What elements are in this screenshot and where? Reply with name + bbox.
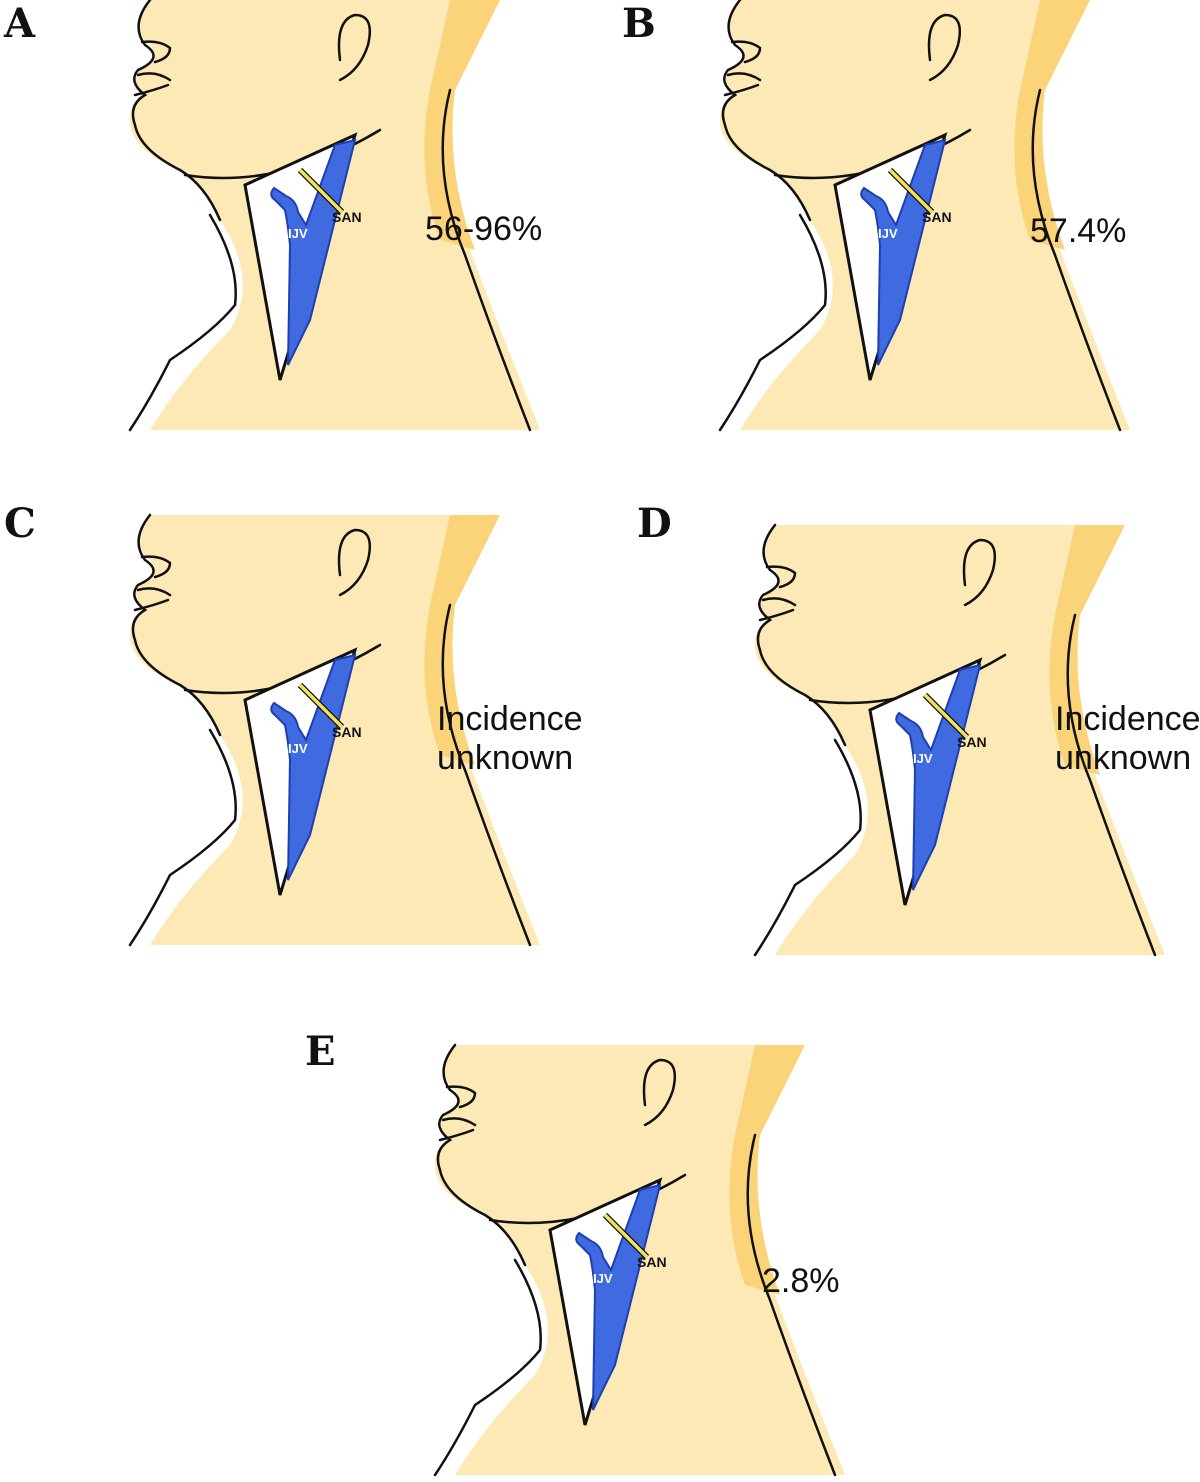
ijv-label: IJV <box>288 741 308 756</box>
face-profile-outline <box>436 1043 527 1267</box>
shoulder-shadow <box>424 515 500 765</box>
panel-letter-d: D <box>637 500 672 547</box>
internal-jugular-vein <box>860 138 947 366</box>
panel-letter-a: A <box>4 0 36 47</box>
neck-front-outline <box>753 738 862 957</box>
san-label: SAN <box>957 734 987 750</box>
internal-jugular-vein <box>270 138 357 366</box>
spinal-accessory-nerve-core <box>603 1213 649 1259</box>
ear-outline <box>642 1058 677 1127</box>
nose-outline <box>730 40 762 64</box>
neck-back-outline <box>1066 613 1157 957</box>
nose-outline <box>140 40 172 64</box>
internal-jugular-vein <box>575 1183 662 1411</box>
lips-outline <box>133 587 172 612</box>
neck-front-outline <box>128 728 237 947</box>
internal-jugular-vein <box>895 663 982 891</box>
shoulder-shadow <box>1049 525 1125 775</box>
face-profile-outline <box>131 513 222 737</box>
spinal-accessory-nerve-core <box>923 693 969 739</box>
neck-illustration: IJV SAN <box>128 0 540 432</box>
ijv-label: IJV <box>878 226 898 241</box>
san-label: SAN <box>922 209 952 225</box>
ijv-label: IJV <box>913 751 933 766</box>
lips-outline <box>133 72 172 97</box>
panel-letter-e: E <box>305 1028 336 1075</box>
neck-illustration: IJV SAN <box>718 0 1130 432</box>
panel-a: IJV SAN <box>110 0 540 432</box>
ear-outline <box>962 538 997 607</box>
neck-illustration: IJV SAN <box>433 1043 845 1477</box>
nose-outline <box>765 565 797 589</box>
panel-c: IJV SAN <box>110 513 540 947</box>
ear-outline <box>337 13 372 82</box>
face-profile-outline <box>756 523 847 747</box>
neck-back-outline <box>441 603 532 947</box>
neck-front-outline <box>433 1258 542 1477</box>
ijv-label: IJV <box>288 226 308 241</box>
ear-outline <box>927 13 962 82</box>
lips-outline <box>438 1117 477 1142</box>
panel-e-incidence: 2.8% <box>762 1262 840 1300</box>
panel-a-incidence: 56-96% <box>425 210 543 248</box>
face-profile-outline <box>131 0 222 222</box>
shoulder-shadow <box>424 0 500 250</box>
san-label: SAN <box>332 724 362 740</box>
spinal-accessory-nerve-core <box>888 168 934 214</box>
spinal-accessory-nerve-core <box>298 683 344 729</box>
lips-outline <box>723 72 762 97</box>
panel-b: IJV SAN <box>700 0 1130 432</box>
panel-e: IJV SAN <box>415 1040 845 1480</box>
internal-jugular-vein <box>270 653 357 881</box>
panel-letter-b: B <box>622 0 656 47</box>
neck-front-outline <box>128 213 237 432</box>
neck-back-outline <box>1031 88 1122 432</box>
lips-outline <box>758 597 797 622</box>
shoulder-shadow <box>729 1045 805 1295</box>
san-label: SAN <box>637 1254 667 1270</box>
neck-back-outline <box>746 1133 837 1477</box>
ear-outline <box>337 528 372 597</box>
panel-letter-c: C <box>4 500 36 547</box>
panel-d: IJV SAN <box>735 520 1165 960</box>
neck-back-outline <box>441 88 532 432</box>
neck-illustration: IJV SAN <box>128 513 540 947</box>
neck-front-outline <box>718 213 827 432</box>
ijv-label: IJV <box>593 1271 613 1286</box>
san-label: SAN <box>332 209 362 225</box>
face-profile-outline <box>721 0 812 222</box>
spinal-accessory-nerve-core <box>298 168 344 214</box>
shoulder-shadow <box>1014 0 1090 250</box>
panel-b-incidence: 57.4% <box>1030 212 1127 250</box>
nose-outline <box>445 1085 477 1109</box>
neck-illustration: IJV SAN <box>753 523 1165 957</box>
nose-outline <box>140 555 172 579</box>
